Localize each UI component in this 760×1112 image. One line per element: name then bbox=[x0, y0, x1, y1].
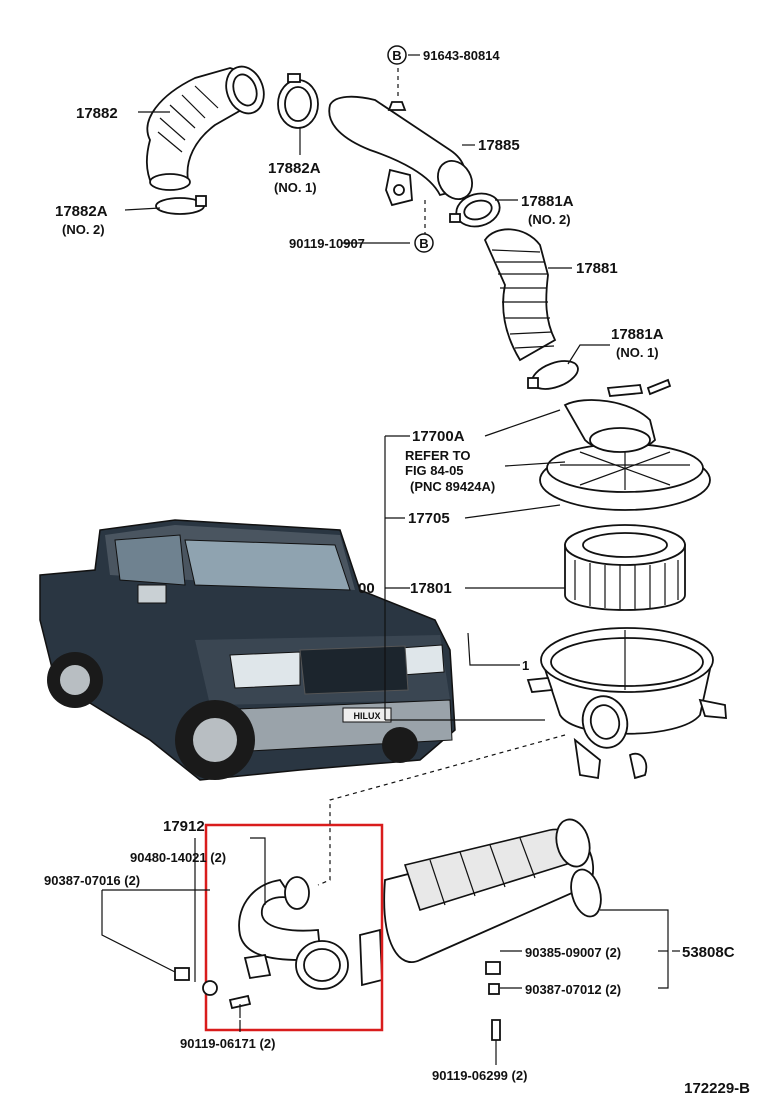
bolt-91643[interactable] bbox=[387, 101, 407, 111]
label-17705[interactable]: 17705 bbox=[408, 510, 450, 527]
label-17881a-no1[interactable]: 17881A bbox=[611, 326, 664, 343]
label-00: 00 bbox=[358, 580, 375, 597]
clip-90480[interactable] bbox=[202, 980, 218, 996]
hose-17881[interactable] bbox=[483, 228, 557, 362]
label-17700a[interactable]: 17700A bbox=[412, 428, 465, 445]
label-refer-fig[interactable]: FIG 84-05 bbox=[405, 463, 464, 478]
grommet-90387-07016[interactable] bbox=[174, 967, 190, 981]
label-17882a-no2-qualifier: (NO. 2) bbox=[62, 222, 105, 237]
intake-duct-17882[interactable] bbox=[145, 61, 270, 191]
label-17885[interactable]: 17885 bbox=[478, 137, 520, 154]
bolt-90119-06299[interactable] bbox=[491, 1019, 501, 1041]
label-17882a-no1[interactable]: 17882A bbox=[268, 160, 321, 177]
truck-illustration: HILUX bbox=[39, 519, 456, 781]
label-17881a-no2-qualifier: (NO. 2) bbox=[528, 212, 571, 227]
label-refer-to: REFER TO bbox=[405, 448, 471, 463]
svg-text:B: B bbox=[392, 48, 401, 63]
label-17912[interactable]: 17912 bbox=[163, 818, 205, 835]
intake-duct-17885[interactable] bbox=[328, 95, 479, 207]
ref-b-bottom: B bbox=[414, 233, 434, 253]
label-17881[interactable]: 17881 bbox=[576, 260, 618, 277]
label-90387-07016[interactable]: 90387-07016 (2) bbox=[44, 873, 140, 888]
truck-badge: HILUX bbox=[354, 711, 381, 721]
clamp-17881a-no2[interactable] bbox=[449, 189, 503, 231]
label-90385-09007[interactable]: 90385-09007 (2) bbox=[525, 945, 621, 960]
clamp-17882a-no2[interactable] bbox=[155, 195, 207, 215]
intake-elbow-17912[interactable] bbox=[238, 876, 349, 990]
label-1: 1 bbox=[522, 658, 529, 673]
label-17882[interactable]: 17882 bbox=[76, 105, 118, 122]
air-cleaner-case[interactable] bbox=[526, 627, 727, 780]
label-90119-06171[interactable]: 90119-06171 (2) bbox=[180, 1036, 275, 1051]
clamp-17882a-no1[interactable] bbox=[277, 73, 319, 129]
air-cleaner-cap-17700a[interactable] bbox=[539, 378, 711, 511]
clamp-17881a-no1[interactable] bbox=[527, 356, 582, 395]
label-90387-07012[interactable]: 90387-07012 (2) bbox=[525, 982, 621, 997]
label-17881a-no1-qualifier: (NO. 1) bbox=[616, 345, 659, 360]
label-17882a-no1-qualifier: (NO. 1) bbox=[274, 180, 317, 195]
ref-b-top: B bbox=[387, 45, 407, 65]
label-90119-10907[interactable]: 90119-10907 bbox=[289, 236, 365, 251]
leader-lines bbox=[101, 54, 680, 1065]
label-91643-80814[interactable]: 91643-80814 bbox=[423, 48, 500, 63]
label-17882a-no2[interactable]: 17882A bbox=[55, 203, 108, 220]
diagram-id: 172229-B bbox=[684, 1080, 750, 1097]
resonator-53808c[interactable] bbox=[359, 816, 606, 987]
collar-90387-07012[interactable] bbox=[488, 983, 500, 995]
label-90119-06299[interactable]: 90119-06299 (2) bbox=[432, 1068, 527, 1083]
label-53808c[interactable]: 53808C bbox=[682, 944, 735, 961]
air-filter-element-17801[interactable] bbox=[564, 524, 686, 611]
label-refer-pnc: (PNC 89424A) bbox=[410, 479, 495, 494]
bolt-90119-06171[interactable] bbox=[228, 994, 252, 1018]
highlight-box bbox=[204, 823, 384, 1032]
svg-text:B: B bbox=[419, 236, 428, 251]
label-17801[interactable]: 17801 bbox=[410, 580, 452, 597]
grommet-90385[interactable] bbox=[485, 961, 501, 975]
label-17881a-no2[interactable]: 17881A bbox=[521, 193, 574, 210]
label-90480-14021[interactable]: 90480-14021 (2) bbox=[130, 850, 226, 865]
